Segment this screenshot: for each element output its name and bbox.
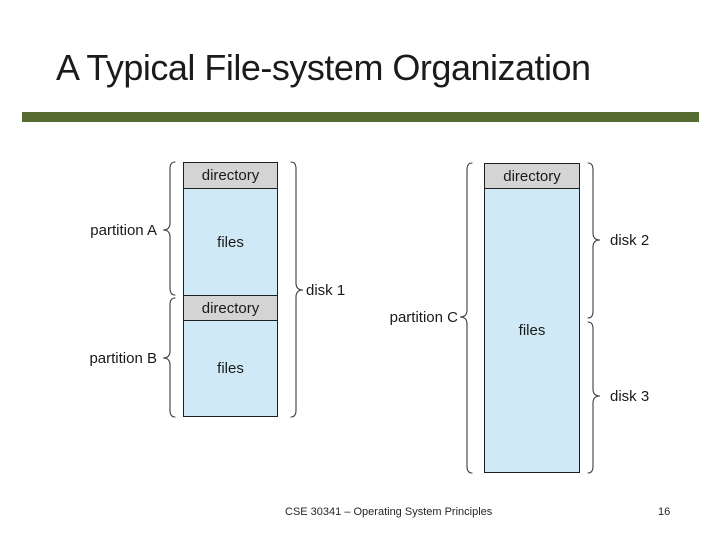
- disk2-disk3-column: directory files: [484, 163, 580, 473]
- directory-block: directory: [184, 295, 277, 322]
- files-block: files: [485, 189, 579, 472]
- partition-b-brace: [162, 297, 176, 418]
- partition-a-label: partition A: [90, 222, 157, 239]
- disk-1-label: disk 1: [306, 282, 346, 299]
- partition-c-brace: [459, 162, 473, 474]
- partition-c-label: partition C: [389, 309, 458, 326]
- files-block: files: [184, 189, 277, 296]
- partition-a-brace: [162, 161, 176, 296]
- slide-title: A Typical File-system Organization: [56, 47, 591, 88]
- disk-2-brace: [587, 162, 601, 319]
- directory-block: directory: [485, 164, 579, 189]
- files-block: files: [184, 321, 277, 416]
- partition-b-label: partition B: [89, 350, 157, 367]
- directory-block: directory: [184, 163, 277, 189]
- footer-course-text: CSE 30341 – Operating System Principles: [285, 506, 493, 518]
- page-number: 16: [658, 506, 671, 518]
- disk-1-brace: [290, 161, 304, 418]
- disk-3-brace: [587, 321, 601, 474]
- disk1-column: directory files directory files: [183, 162, 278, 417]
- title-accent-bar: [22, 112, 699, 122]
- disk-2-label: disk 2: [610, 232, 650, 249]
- disk-3-label: disk 3: [610, 388, 650, 405]
